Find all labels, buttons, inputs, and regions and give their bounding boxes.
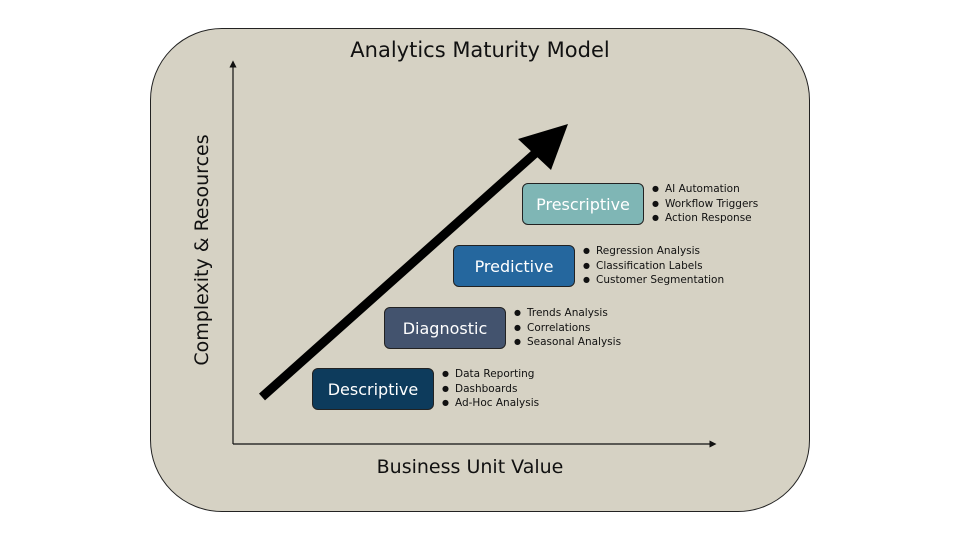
stage-items-prescriptive: AI AutomationWorkflow TriggersAction Res… [652, 182, 758, 226]
stage-box-predictive: Predictive [453, 245, 575, 287]
stage-item: Correlations [514, 321, 621, 336]
stage-items-diagnostic: Trends AnalysisCorrelationsSeasonal Anal… [514, 306, 621, 350]
diagram-title: Analytics Maturity Model [350, 38, 610, 62]
stage-items-descriptive: Data ReportingDashboardsAd-Hoc Analysis [442, 367, 539, 411]
stage-item: Seasonal Analysis [514, 335, 621, 350]
stage-item: Regression Analysis [583, 244, 724, 259]
stage-item: AI Automation [652, 182, 758, 197]
stage-item: Data Reporting [442, 367, 539, 382]
stage-box-descriptive: Descriptive [312, 368, 434, 410]
stage-item: Action Response [652, 211, 758, 226]
stage-items-predictive: Regression AnalysisClassification Labels… [583, 244, 724, 288]
stage-item: Ad-Hoc Analysis [442, 396, 539, 411]
x-axis-label: Business Unit Value [376, 456, 564, 478]
stage-item: Customer Segmentation [583, 273, 724, 288]
growth-arrow-shaft [259, 145, 543, 401]
growth-arrow-head [518, 124, 568, 170]
stage-item: Workflow Triggers [652, 197, 758, 212]
stage-box-prescriptive: Prescriptive [522, 183, 644, 225]
y-axis-label: Complexity & Resources [191, 134, 213, 366]
stage-item: Classification Labels [583, 259, 724, 274]
stage-item: Trends Analysis [514, 306, 621, 321]
stage-item: Dashboards [442, 382, 539, 397]
stage-box-diagnostic: Diagnostic [384, 307, 506, 349]
